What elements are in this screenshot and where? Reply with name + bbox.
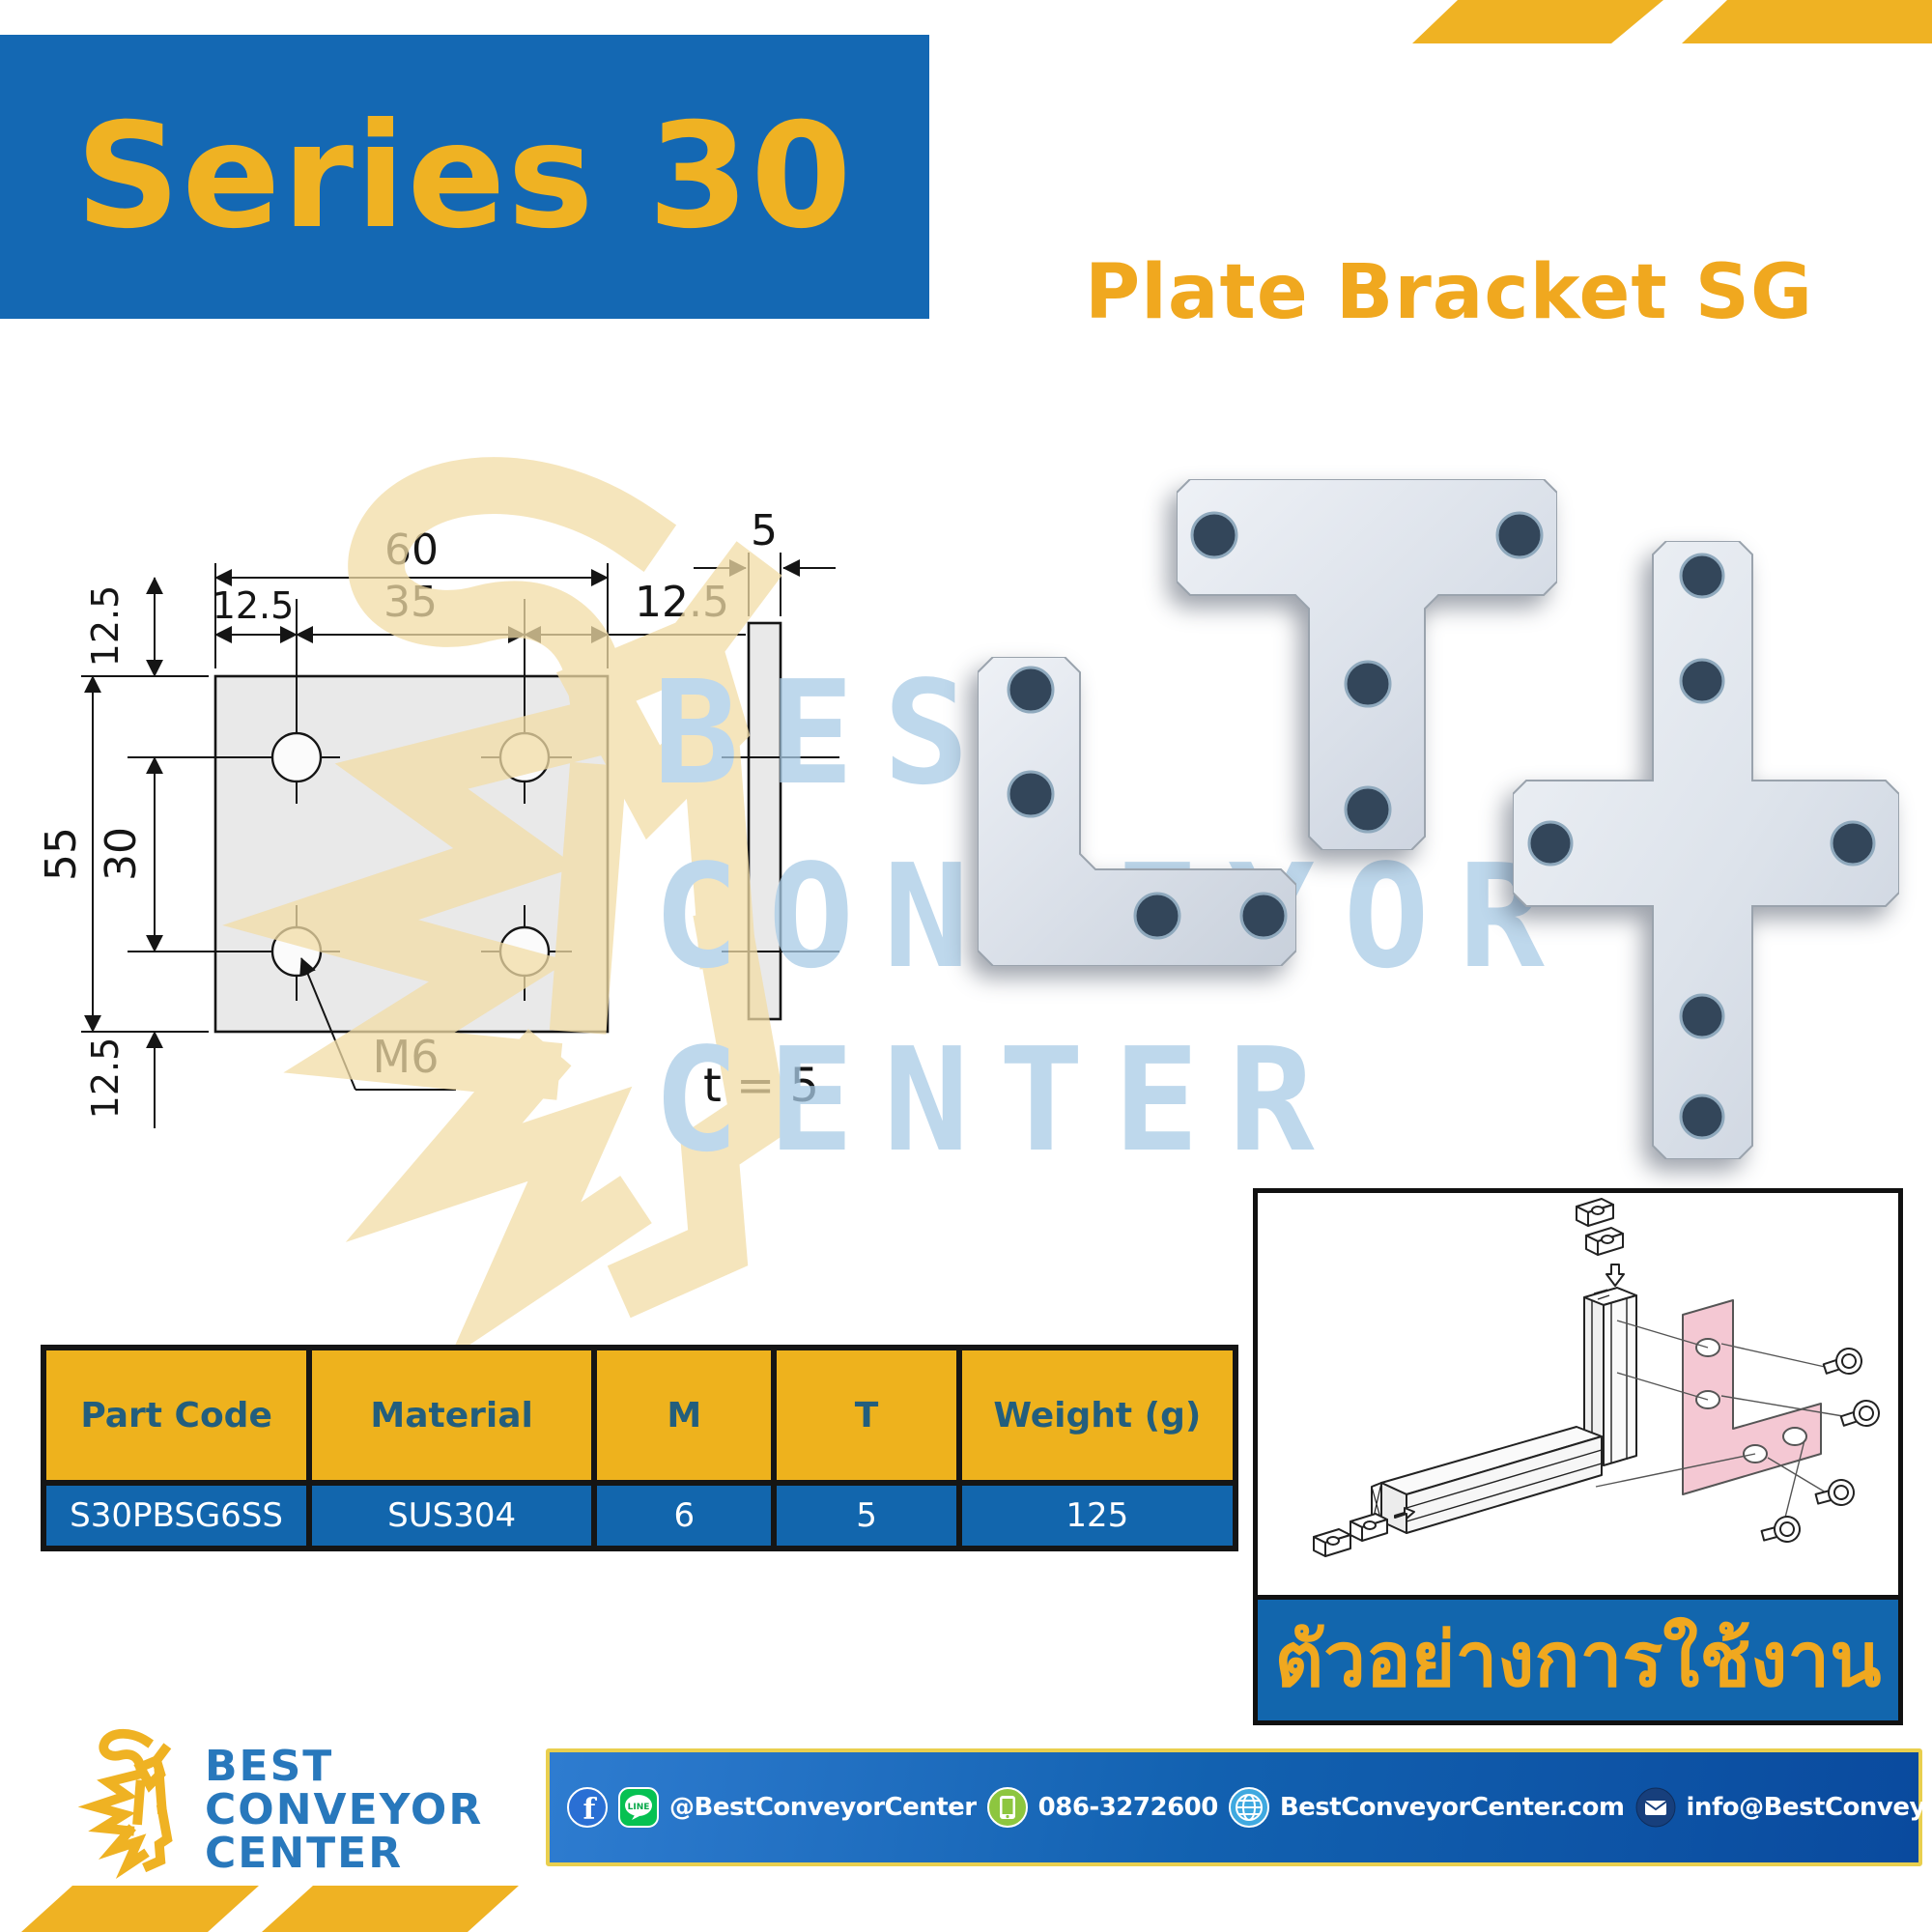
top-right-stripes-decoration [1412,0,1932,43]
spec-table: Part Code Material M T Weight (g) S30PBS… [41,1345,1238,1551]
cell-m: 6 [594,1483,775,1548]
dim-rows-label: 30 [97,827,146,881]
website: BestConveyorCenter.com [1279,1793,1625,1822]
col-header-t: T [774,1348,959,1483]
cell-t: 5 [774,1483,959,1548]
col-header-material: Material [309,1348,595,1483]
cell-weight: 125 [958,1483,1236,1548]
bottom-left-stripes-decoration [21,1886,519,1932]
dim-thickness-label: 5 [751,506,778,555]
globe-icon [1228,1787,1269,1828]
line-app-icon: LINE [618,1787,659,1828]
t-nut-top-icons [1576,1198,1624,1256]
t-plate-bracket-photo [1177,479,1557,850]
spec-table-header-row: Part Code Material M T Weight (g) [43,1348,1236,1483]
thickness-note: t = 5 [703,1059,819,1113]
screw-icons [1760,1348,1880,1543]
technical-drawing: 60 12.5 35 12.5 55 30 12.5 12.5 M6 5 t =… [37,506,839,1128]
footer-logo-text: BEST CONVEYOR CENTER [205,1745,483,1875]
thread-label: M6 [373,1031,440,1083]
t-nut-bottom-icons [1313,1507,1415,1557]
vertical-profile [1583,1287,1637,1466]
plate-front-view [213,674,610,1034]
page-title: Plate Bracket SG [1085,249,1813,336]
dim-center-label: 35 [384,578,438,627]
footer-logo-goat-icon [56,1725,203,1888]
mail-icon [1635,1787,1676,1828]
svg-text:LINE: LINE [628,1803,650,1812]
cross-plate-bracket-photo [1513,541,1899,1159]
dim-bottom-label: 12.5 [84,1037,127,1120]
col-header-m: M [594,1348,775,1483]
footer-logo-line-2: CONVEYOR [205,1785,484,1834]
svg-text:f: f [583,1793,598,1827]
l-plate-bracket-photo [978,657,1296,966]
usage-caption-band: ตัวอย่างการใช้งาน [1258,1595,1898,1720]
dim-left-label: 12.5 [213,584,295,627]
series-label: Series 30 [75,93,854,261]
facebook-icon: f [567,1787,608,1828]
contact-bar: f LINE @BestConveyorCenter 086-3272600 B… [546,1748,1932,1866]
phone-number: 086-3272600 [1037,1793,1219,1822]
cell-part-code: S30PBSG6SS [43,1483,310,1548]
spec-table-data-row: S30PBSG6SS SUS304 6 5 125 [43,1483,1236,1548]
usage-illustration [1313,1198,1880,1557]
usage-example-box: ตัวอย่างการใช้งาน [1253,1188,1903,1725]
col-header-weight: Weight (g) [958,1348,1236,1483]
footer-logo-line-1: BEST [205,1742,334,1791]
plate-side-view [747,621,782,1021]
line-account: @BestConveyorCenter [669,1793,977,1822]
series-banner: Series 30 [0,35,929,319]
phone-icon [986,1787,1028,1828]
dim-top-label: 12.5 [84,585,127,668]
dim-right-label: 12.5 [635,578,729,627]
dim-height-label: 55 [37,827,86,881]
col-header-part-code: Part Code [43,1348,310,1483]
cell-material: SUS304 [309,1483,595,1548]
dim-width-label: 60 [384,526,439,575]
usage-caption: ตัวอย่างการใช้งาน [1274,1616,1882,1704]
email: info@BestConveyorCenter.com [1686,1793,1932,1822]
footer-logo-line-3: CENTER [205,1829,404,1878]
